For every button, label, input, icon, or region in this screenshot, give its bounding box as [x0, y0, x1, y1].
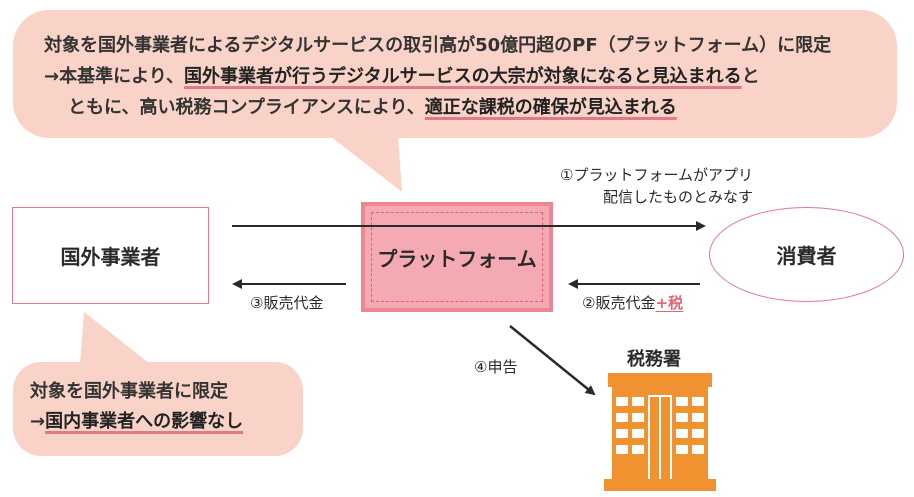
bottom-line2-prefix: →	[30, 411, 46, 432]
report-arrow	[509, 325, 596, 396]
top-line2-prefix: →本基準により、	[44, 66, 185, 87]
tax-office-building-icon	[604, 373, 716, 491]
top-line2-suffix: と	[741, 66, 760, 87]
consumer-label: 消費者	[776, 244, 837, 268]
deemed-supply-label: ①プラットフォームがアプリ 配信したものとみなす	[560, 164, 753, 208]
tax-office-label: 税務署	[627, 349, 681, 370]
sales-label: ③販売代金	[250, 294, 324, 312]
bottom-bubble-line-1: 対象を国外事業者に限定	[30, 381, 228, 402]
platform-dashed-border	[371, 212, 543, 302]
bottom-speech-bubble	[13, 362, 303, 456]
top-line3-prefix: ともに、高い税務コンプライアンスにより、	[68, 97, 425, 118]
tax-plus-text: +税	[655, 294, 684, 312]
top-bubble-line-2: →本基準により、国外事業者が行うデジタルサービスの大宗が対象になると見込まれると	[44, 61, 904, 92]
bottom-bubble-text: 対象を国外事業者に限定 →国内事業者への影響なし	[30, 377, 243, 437]
consumer-node: 消費者	[709, 207, 904, 302]
bottom-bubble-tail	[80, 312, 150, 364]
foreign-business-label: 国外事業者	[60, 245, 161, 269]
deemed-supply-line-1: ①プラットフォームがアプリ	[560, 166, 753, 184]
sales-with-tax-text: ②販売代金	[582, 294, 656, 312]
top-bubble-line-1: 対象を国外事業者によるデジタルサービスの取引高が50億円超のPF（プラットフォー…	[44, 35, 832, 56]
top-speech-bubble	[13, 10, 897, 138]
platform-label: プラットフォーム	[377, 246, 537, 271]
bottom-bubble-line-2: →国内事業者への影響なし	[30, 407, 243, 437]
top-bubble-line-3: ともに、高い税務コンプライアンスにより、適正な課税の確保が見込まれる	[44, 92, 904, 123]
top-line3-highlight: 適正な課税の確保が見込まれる	[424, 97, 677, 118]
sales-with-tax-label: ②販売代金+税	[582, 292, 683, 313]
top-bubble-tail	[330, 136, 402, 192]
top-bubble-text: 対象を国外事業者によるデジタルサービスの取引高が50億円超のPF（プラットフォー…	[44, 30, 904, 123]
platform-node: プラットフォーム	[361, 202, 553, 312]
deemed-supply-line-2: 配信したものとみなす	[602, 188, 753, 206]
foreign-business-node: 国外事業者	[12, 207, 209, 304]
report-label: ④申告	[474, 358, 518, 376]
bottom-line2-highlight: 国内事業者への影響なし	[45, 411, 244, 432]
top-line2-highlight: 国外事業者が行うデジタルサービスの大宗が対象になると見込まれる	[184, 66, 742, 87]
